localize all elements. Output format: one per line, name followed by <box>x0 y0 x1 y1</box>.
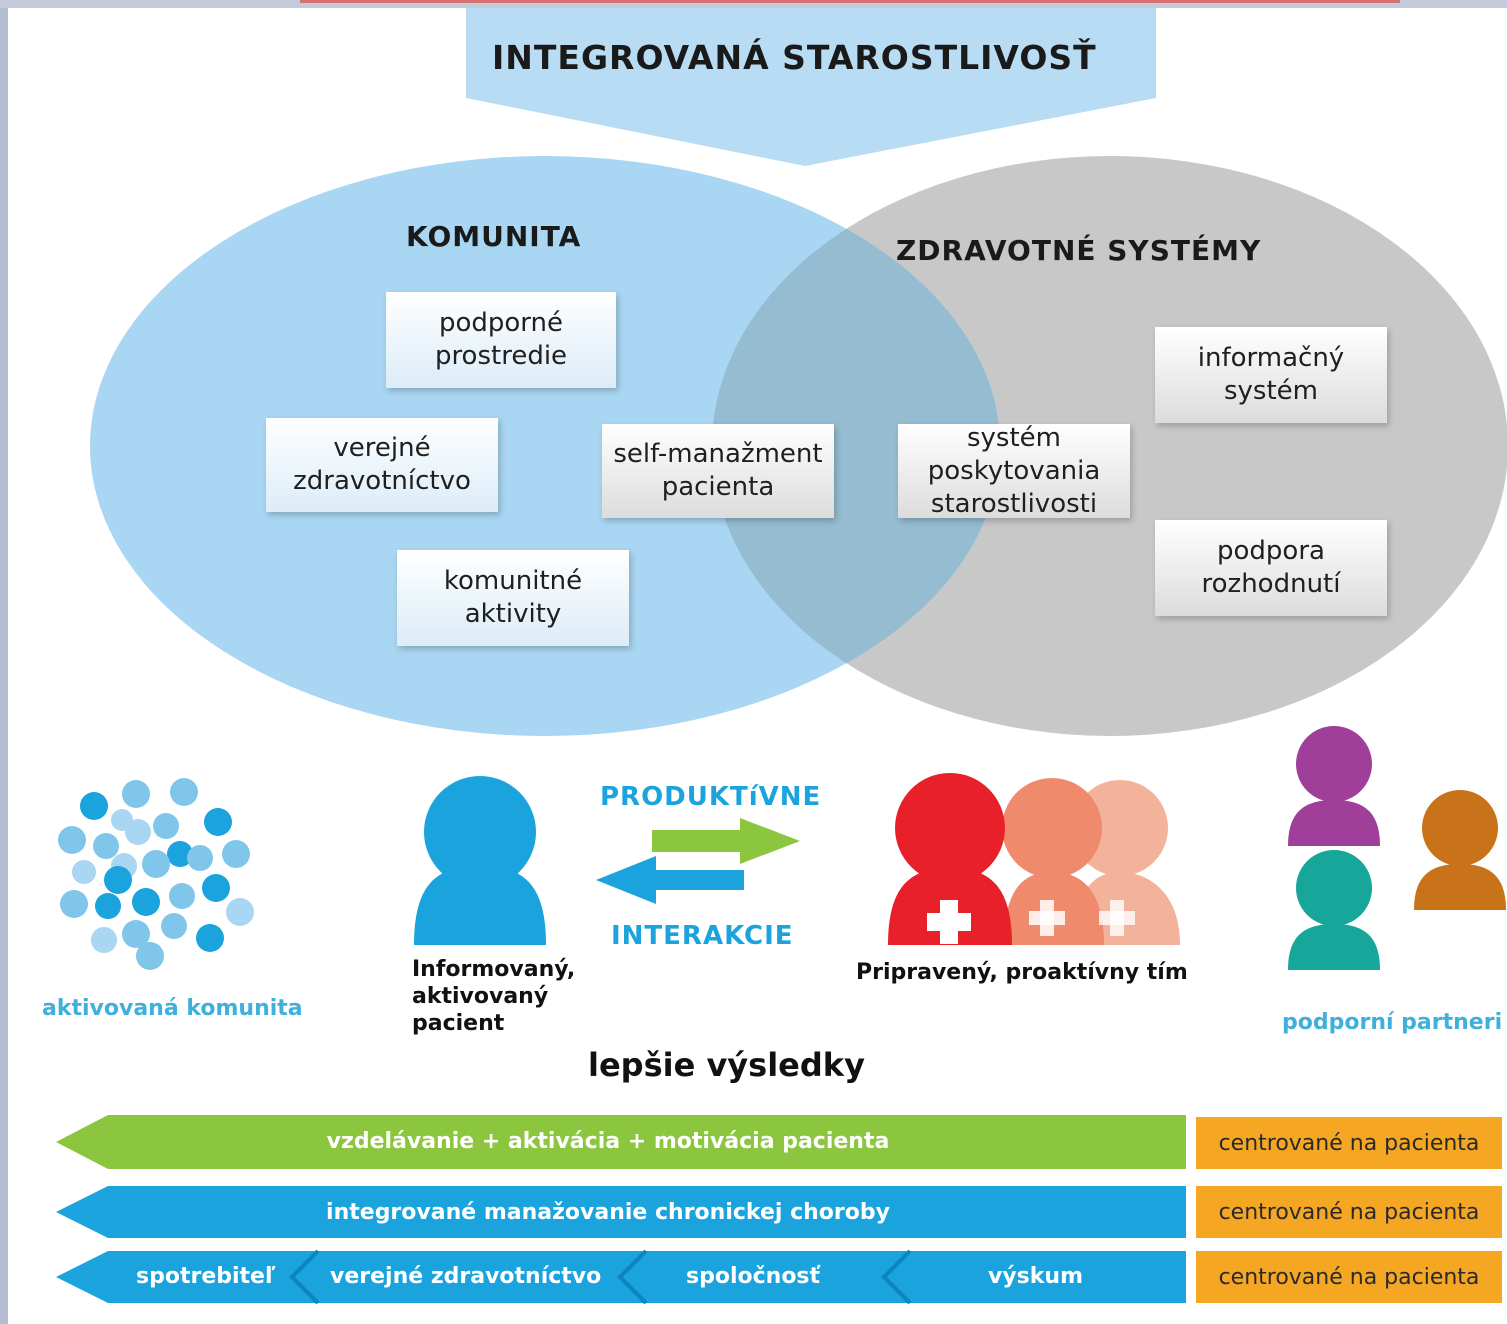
partners-icon <box>1288 726 1506 970</box>
team-label: Pripravený, proaktívny tím <box>856 960 1188 985</box>
red-underline <box>300 0 1400 3</box>
top-strip <box>0 0 1507 8</box>
box-community-activities: komunitné aktivity <box>397 550 629 646</box>
activated-community-label: aktivovaná komunita <box>42 996 303 1021</box>
outcome-label: lepšie výsledky <box>588 1046 865 1084</box>
patient-centered-tag: centrované na pacienta <box>1196 1186 1502 1238</box>
segment-society: spoločnosť <box>686 1264 821 1289</box>
box-public-health: verejné zdravotníctvo <box>266 418 498 512</box>
segment-divider <box>881 1249 912 1305</box>
patient-centered-tag: centrované na pacienta <box>1196 1251 1502 1303</box>
segment-divider <box>289 1249 320 1305</box>
bar-integrated-label: integrované manažovanie chronickej choro… <box>326 1199 890 1225</box>
title-banner <box>466 8 1156 166</box>
segment-public-health: verejné zdravotníctvo <box>330 1264 602 1289</box>
care-team-icon <box>888 773 1180 945</box>
partners-label: podporní partneri <box>1282 1010 1503 1035</box>
page-title: INTEGROVANÁ STAROSTLIVOSŤ <box>492 38 1097 77</box>
box-information-system: informačný systém <box>1155 327 1387 423</box>
interaction-top-label: PRODUKTíVNE <box>600 782 822 812</box>
patient-label: Informovaný, aktivovaný pacient <box>412 957 576 1036</box>
overlap-region <box>712 156 1000 736</box>
health-systems-label: ZDRAVOTNÉ SYSTÉMY <box>896 234 1262 267</box>
segment-research: výskum <box>988 1264 1083 1289</box>
patient-icon <box>414 776 546 945</box>
patient-centered-tag: centrované na pacienta <box>1196 1117 1502 1169</box>
segment-divider <box>617 1249 648 1305</box>
interaction-bottom-label: INTERAKCIE <box>611 921 794 951</box>
bar-integrated-shape <box>56 1186 1186 1238</box>
box-care-delivery-system: systém poskytovania starostlivosti <box>898 423 1130 519</box>
bar-education-label: vzdelávanie + aktivácia + motivácia paci… <box>326 1128 890 1154</box>
segment-consumer: spotrebiteľ <box>136 1264 276 1289</box>
community-dots-icon <box>58 778 254 970</box>
box-decision-support: podpora rozhodnutí <box>1155 520 1387 616</box>
community-label: KOMUNITA <box>406 220 582 253</box>
interaction-arrows-icon <box>596 818 800 904</box>
box-self-management: self-manažment pacienta <box>602 424 834 518</box>
bar-education-shape <box>56 1115 1186 1169</box>
box-supportive-environment: podporné prostredie <box>386 292 616 388</box>
